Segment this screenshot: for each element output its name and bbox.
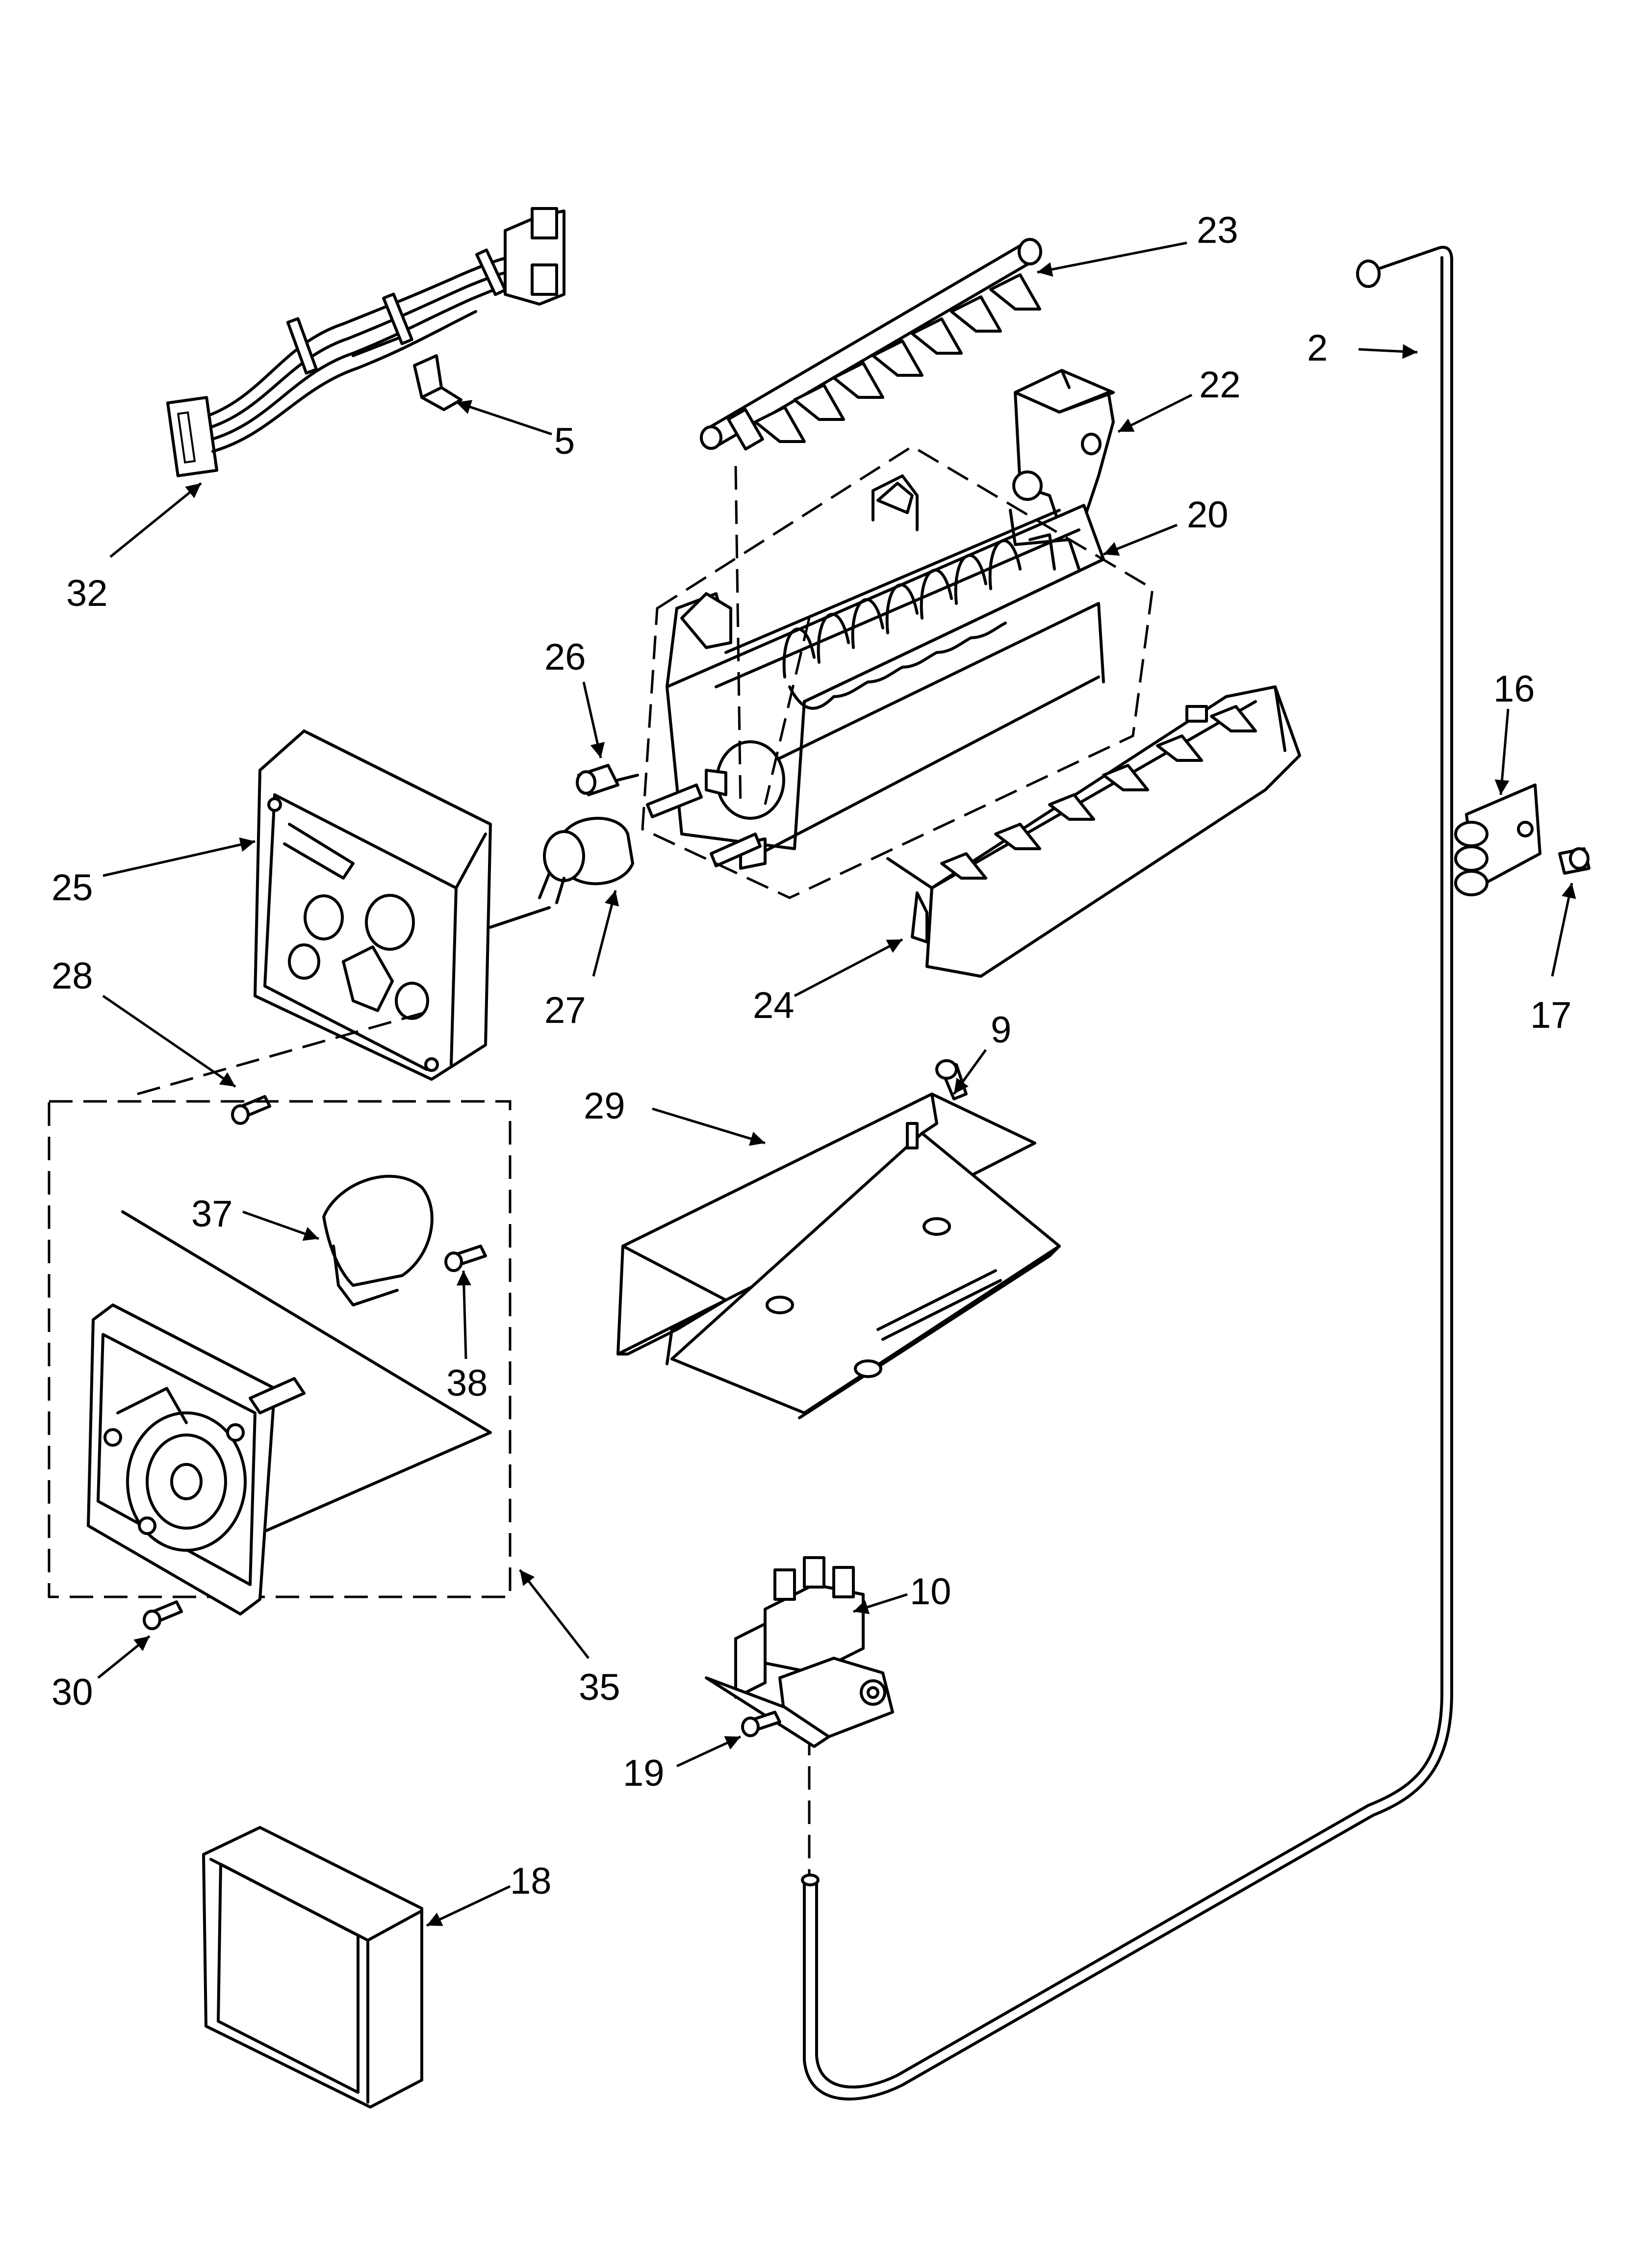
callout-24: 24 [753, 985, 795, 1026]
callout-22: 22 [1199, 364, 1241, 406]
thermostat-part [538, 816, 634, 904]
callout-16: 16 [1493, 668, 1535, 710]
control-housing-part [254, 730, 492, 1081]
callout-26: 26 [544, 636, 586, 678]
callout-20: 20 [1187, 494, 1229, 536]
motor-part [322, 1174, 434, 1306]
projection-line-20 [764, 618, 811, 805]
callout-17: 17 [1530, 994, 1572, 1036]
callout-37: 37 [191, 1193, 233, 1235]
callout-30: 30 [51, 1671, 93, 1713]
fill-cup-part [1012, 369, 1115, 541]
callout-32: 32 [66, 573, 108, 614]
callout-27: 27 [544, 990, 586, 1031]
callout-25: 25 [51, 867, 93, 909]
leader-lines [97, 241, 1576, 1927]
callout-2: 2 [1307, 327, 1328, 369]
tube-clamp-part [1454, 783, 1541, 896]
callout-19: 19 [623, 1752, 665, 1794]
screw-9-part [935, 1059, 968, 1100]
wire-harness-part [166, 207, 565, 477]
screw-17-part [1558, 847, 1591, 875]
ejector-shaft-part [700, 238, 1042, 451]
screw-19-part [741, 1711, 781, 1737]
callout-38: 38 [446, 1362, 488, 1404]
mold-assembly-box [641, 445, 1154, 899]
motor-screw-38-part [444, 1245, 487, 1272]
screw-30-part [143, 1600, 183, 1630]
mold-heater-pin-part [576, 764, 639, 796]
callout-9: 9 [991, 1009, 1011, 1051]
projection-line-25 [137, 1009, 432, 1095]
fill-tube-part [801, 246, 1453, 2101]
projection-line-23 [734, 466, 742, 810]
callout-35: 35 [579, 1667, 620, 1708]
callout-29: 29 [584, 1085, 625, 1127]
callout-23: 23 [1197, 209, 1238, 251]
harness-clip-part [413, 354, 462, 411]
mold-pins-part [646, 783, 762, 867]
motor-mount-plate-part [87, 1210, 492, 1616]
callout-10: 10 [910, 1571, 951, 1613]
callout-28: 28 [51, 955, 93, 997]
ice-stripper-part [886, 685, 1301, 978]
motor-assembly-box [48, 1100, 512, 1598]
connector-line [489, 906, 551, 929]
callout-18: 18 [510, 1860, 552, 1902]
water-valve-part [705, 1556, 894, 1748]
callout-5: 5 [554, 420, 575, 462]
pad-part [202, 1826, 423, 2109]
ice-mold-part [666, 474, 1105, 870]
cover-shield-part [616, 1093, 1061, 1419]
